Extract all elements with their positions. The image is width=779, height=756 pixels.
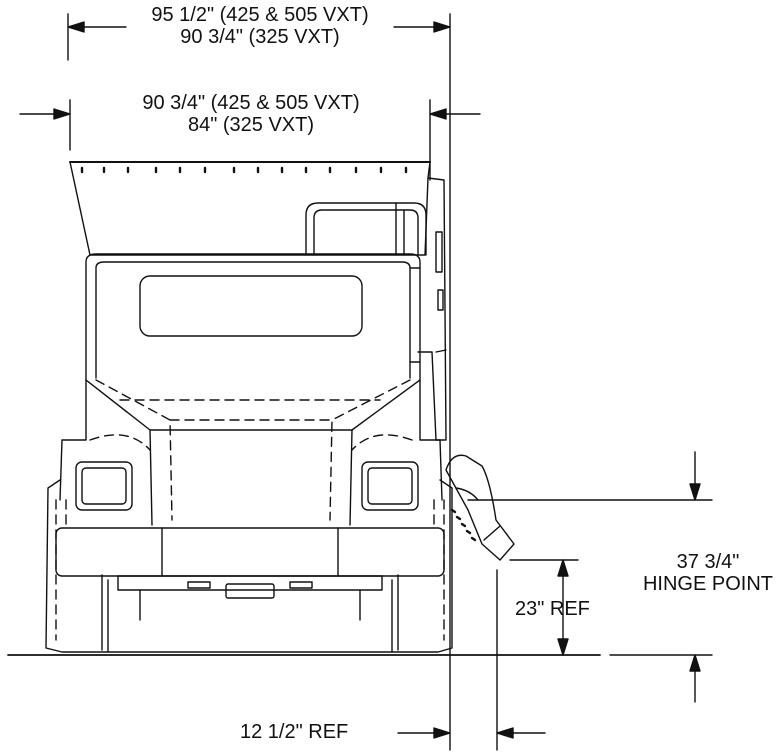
chute-offset-label: 12 1/2" REF [240, 721, 349, 743]
hinge-height-label: 37 3/4" HINGE POINT [633, 551, 779, 595]
hinge-height-line2: HINGE POINT [642, 573, 773, 595]
inner-width-line2: 84" (325 VXT) [187, 114, 315, 136]
inner-width-label: 90 3/4" (425 & 505 VXT) 84" (325 VXT) [70, 92, 432, 136]
front-bumper [55, 527, 445, 577]
roll-bar [305, 202, 427, 256]
overall-width-label: 95 1/2" (425 & 505 VXT) 90 3/4" (325 VXT… [70, 4, 450, 48]
overall-width-line1: 95 1/2" (425 & 505 VXT) [151, 4, 369, 26]
overall-width-line2: 90 3/4" (325 VXT) [180, 26, 340, 48]
cab [85, 253, 421, 381]
front-body [59, 379, 443, 531]
chute-height-label: 23" REF [515, 598, 590, 620]
hinge-height-line1: 37 3/4" [676, 551, 740, 573]
undercarriage [117, 575, 383, 621]
inner-width-line1: 90 3/4" (425 & 505 VXT) [142, 92, 360, 114]
spinner-chute [445, 454, 515, 561]
dimension-lines [7, 13, 713, 751]
wheels [45, 479, 453, 653]
